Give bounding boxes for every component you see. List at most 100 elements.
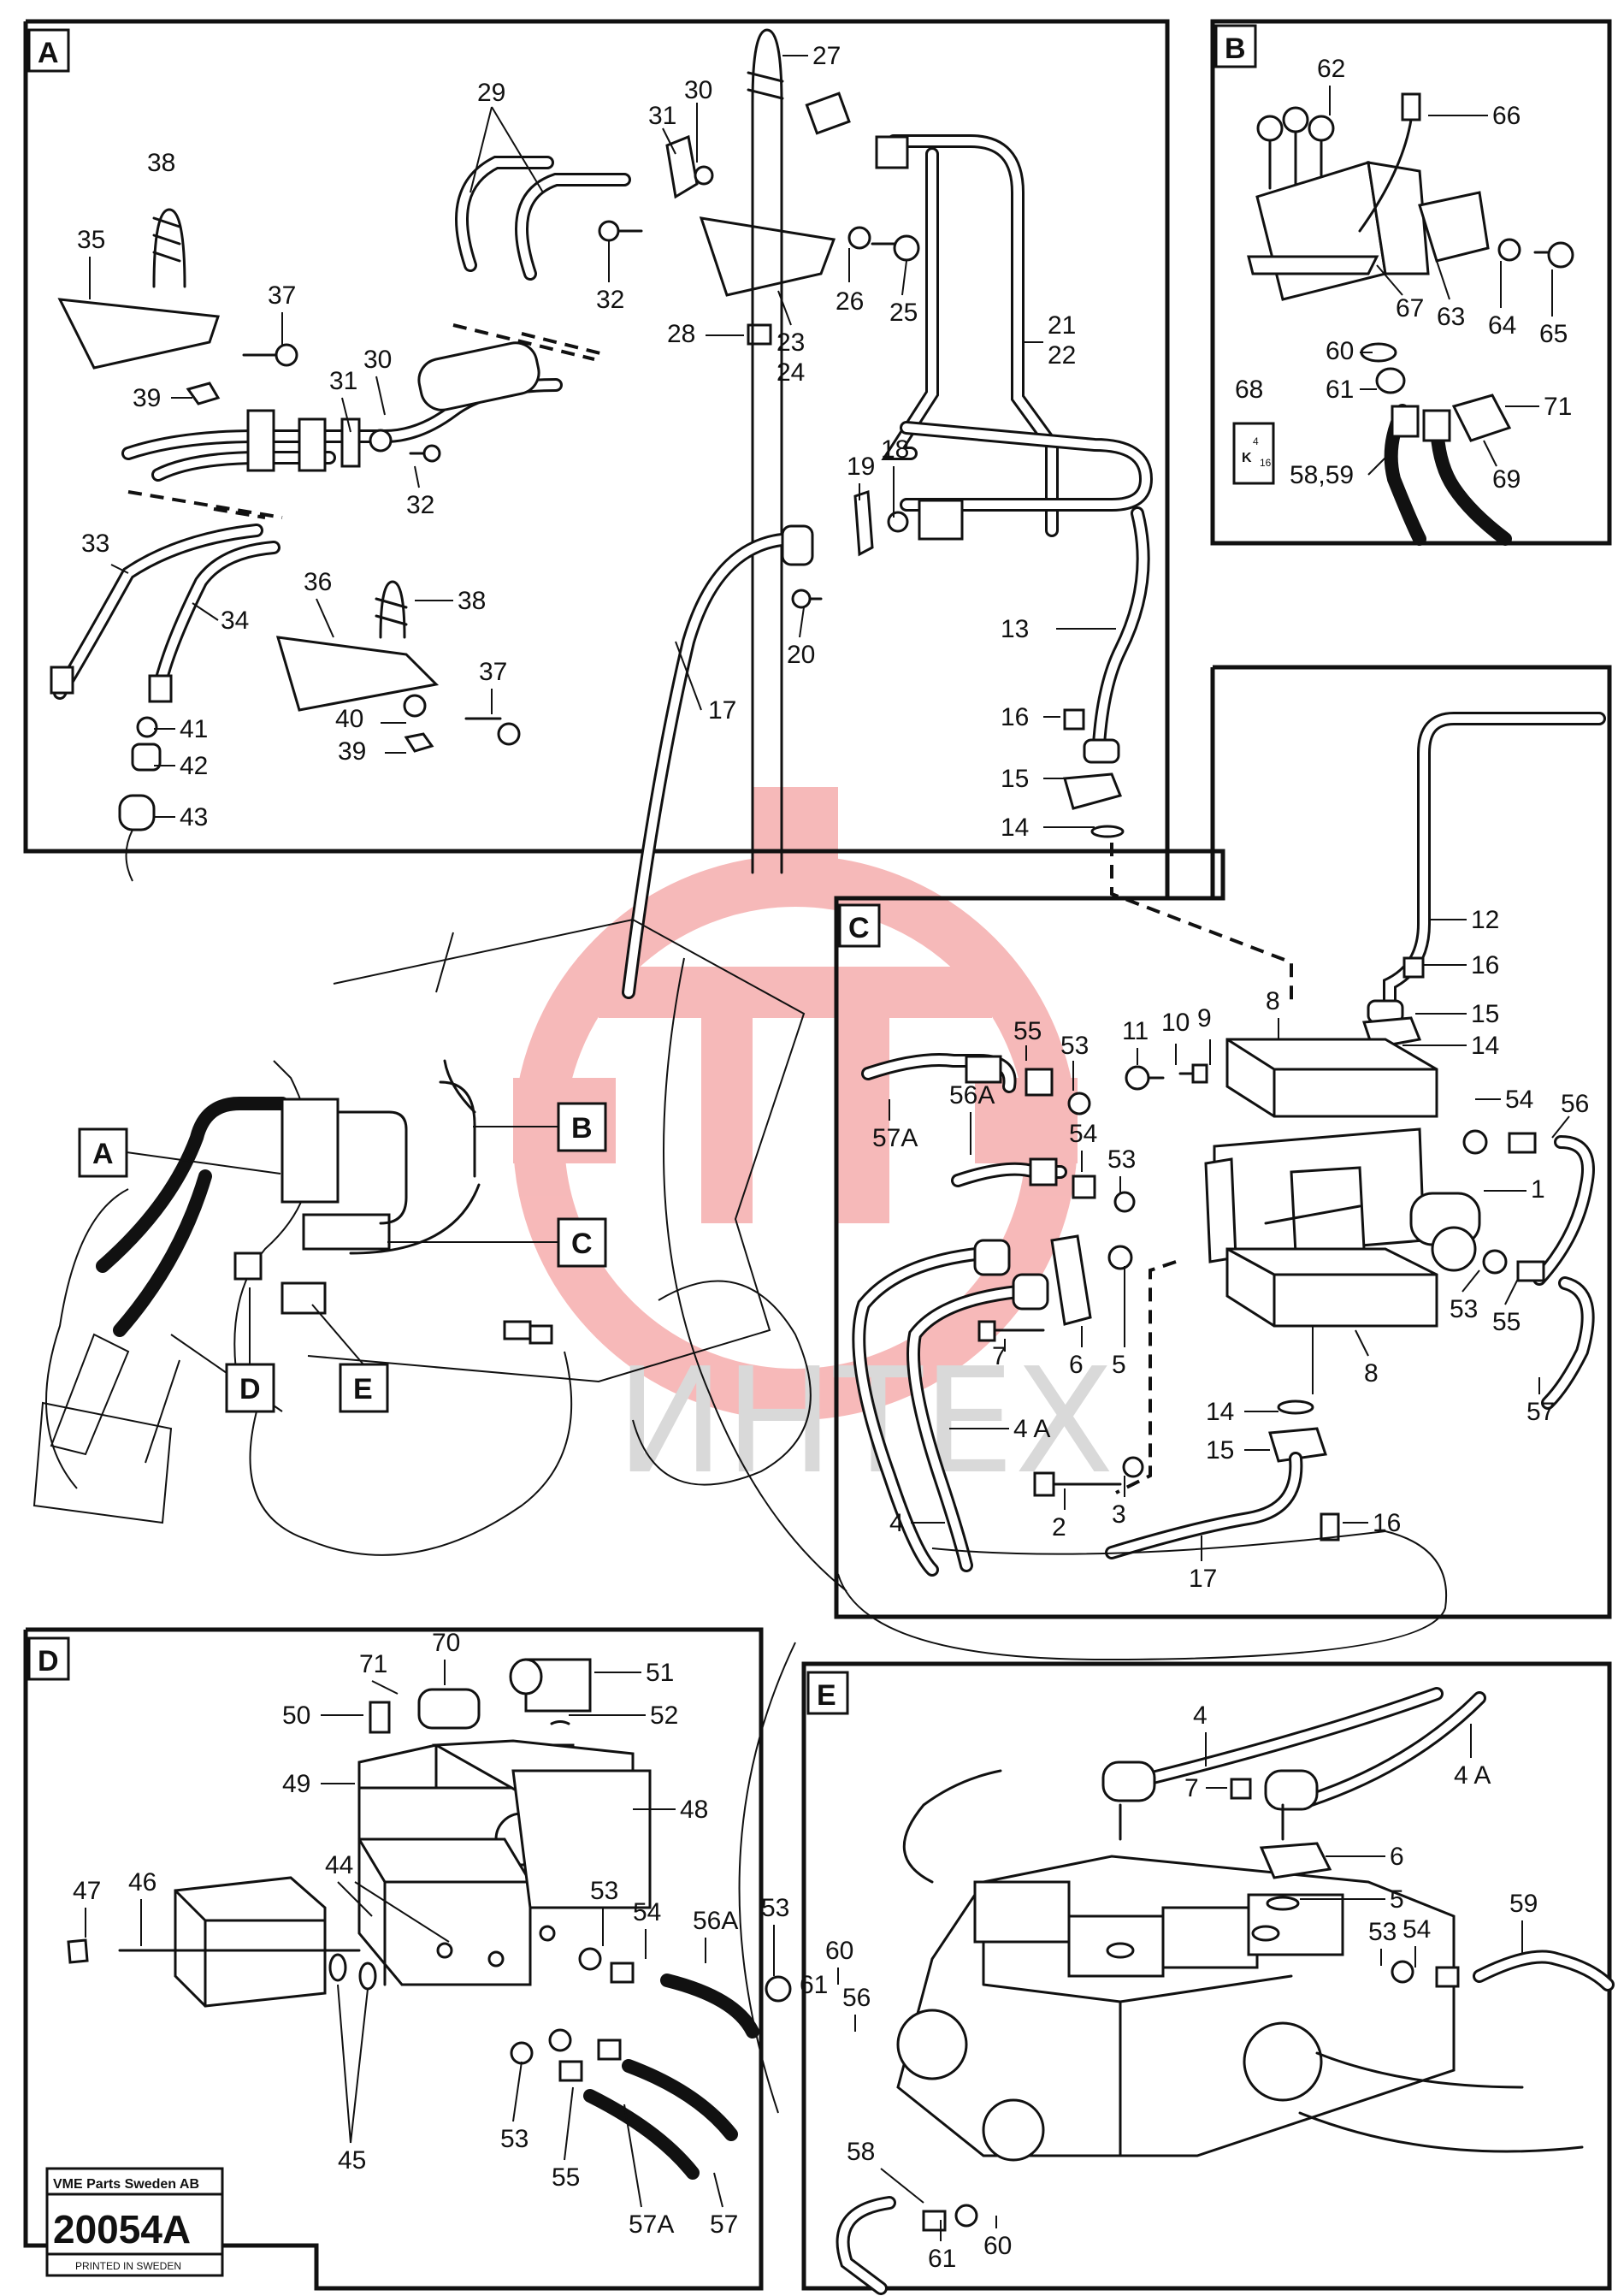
svg-text:51: 51 <box>646 1659 674 1687</box>
svg-text:39: 39 <box>133 384 161 412</box>
svg-text:56: 56 <box>842 1984 871 2012</box>
svg-text:4: 4 <box>1193 1701 1208 1730</box>
svg-text:33: 33 <box>81 530 109 558</box>
svg-text:29: 29 <box>477 79 505 107</box>
svg-text:66: 66 <box>1492 102 1521 130</box>
svg-text:K: K <box>1242 451 1252 465</box>
svg-text:15: 15 <box>1001 765 1029 793</box>
section-a-drawing <box>50 28 1293 1005</box>
svg-text:71: 71 <box>359 1650 387 1678</box>
svg-text:6: 6 <box>1069 1351 1084 1379</box>
section-e-tag: E <box>817 1679 836 1712</box>
svg-text:10: 10 <box>1161 1009 1190 1037</box>
svg-text:19: 19 <box>847 453 875 481</box>
svg-text:44: 44 <box>325 1851 353 1879</box>
svg-text:53: 53 <box>1450 1295 1478 1323</box>
section-a-tag: A <box>38 37 59 69</box>
svg-text:68: 68 <box>1235 376 1263 404</box>
svg-text:20054A: 20054A <box>53 2207 191 2252</box>
svg-text:38: 38 <box>147 149 175 177</box>
svg-text:34: 34 <box>221 607 249 635</box>
svg-text:30: 30 <box>363 346 392 374</box>
svg-text:62: 62 <box>1317 55 1345 83</box>
svg-text:4 A: 4 A <box>1013 1415 1050 1443</box>
section-b-frame <box>1210 19 1612 546</box>
svg-text:5: 5 <box>1390 1885 1404 1914</box>
svg-text:17: 17 <box>708 696 736 725</box>
svg-text:4: 4 <box>1253 435 1259 447</box>
svg-text:54: 54 <box>1402 1915 1431 1944</box>
svg-text:13: 13 <box>1001 615 1029 643</box>
svg-text:17: 17 <box>1189 1565 1217 1593</box>
svg-text:53: 53 <box>590 1877 618 1905</box>
svg-text:4 A: 4 A <box>1454 1761 1491 1790</box>
drawing-stamp: VME Parts Sweden AB 20054A PRINTED IN SW… <box>45 2167 224 2277</box>
svg-text:37: 37 <box>479 658 507 686</box>
svg-text:B: B <box>571 1112 593 1145</box>
svg-text:16: 16 <box>1001 703 1029 731</box>
svg-text:56: 56 <box>1561 1090 1589 1118</box>
svg-text:22: 22 <box>1048 341 1076 370</box>
svg-text:58,59: 58,59 <box>1290 461 1354 489</box>
svg-text:25: 25 <box>889 299 918 327</box>
svg-text:50: 50 <box>282 1701 310 1730</box>
section-d-labels: 71 70 51 50 52 49 48 44 47 46 53 54 56A … <box>73 1629 789 2239</box>
svg-text:31: 31 <box>648 102 676 130</box>
svg-text:D: D <box>239 1373 261 1405</box>
svg-text:9: 9 <box>1197 1004 1212 1033</box>
svg-text:14: 14 <box>1471 1032 1499 1060</box>
overview-machine <box>32 918 812 1556</box>
svg-text:8: 8 <box>1266 987 1280 1015</box>
svg-text:67: 67 <box>1396 294 1424 323</box>
section-e-frame <box>801 1661 1612 2291</box>
section-c-drawing <box>852 712 1606 1577</box>
svg-text:27: 27 <box>812 42 841 70</box>
svg-text:6: 6 <box>1390 1843 1404 1871</box>
section-a-labels: 27 29 30 31 38 35 37 32 26 25 28 23 24 2… <box>77 42 1116 842</box>
svg-text:15: 15 <box>1471 1000 1499 1028</box>
svg-text:14: 14 <box>1001 814 1029 842</box>
svg-text:41: 41 <box>180 715 208 743</box>
svg-text:53: 53 <box>761 1894 789 1922</box>
svg-text:57: 57 <box>1526 1398 1555 1426</box>
svg-text:4: 4 <box>889 1509 904 1537</box>
svg-text:2: 2 <box>1052 1513 1066 1542</box>
svg-text:12: 12 <box>1471 906 1499 934</box>
section-d-drawing <box>67 1658 792 2180</box>
svg-text:60: 60 <box>825 1937 853 1965</box>
svg-text:VME Parts Sweden AB: VME Parts Sweden AB <box>53 2177 199 2192</box>
svg-text:55: 55 <box>1492 1308 1521 1336</box>
svg-text:35: 35 <box>77 226 105 254</box>
svg-text:46: 46 <box>128 1868 156 1897</box>
section-e-drawing <box>836 1687 1615 2295</box>
svg-text:20: 20 <box>787 641 815 669</box>
svg-text:11: 11 <box>1122 1017 1149 1045</box>
svg-text:36: 36 <box>304 568 332 596</box>
svg-text:47: 47 <box>73 1877 101 1905</box>
svg-text:7: 7 <box>1184 1774 1199 1802</box>
svg-text:38: 38 <box>458 587 486 615</box>
svg-text:58: 58 <box>847 2138 875 2166</box>
section-b-drawing: K 4 16 <box>1232 92 1574 546</box>
svg-text:60: 60 <box>1326 337 1354 365</box>
svg-text:E: E <box>353 1373 373 1405</box>
svg-text:70: 70 <box>432 1629 460 1657</box>
section-b-tag: B <box>1225 33 1246 65</box>
svg-text:1: 1 <box>1531 1175 1545 1204</box>
svg-text:PRINTED IN SWEDEN: PRINTED IN SWEDEN <box>75 2260 181 2272</box>
svg-text:24: 24 <box>777 358 805 387</box>
svg-text:49: 49 <box>282 1770 310 1798</box>
section-c-frame <box>834 665 1612 1619</box>
svg-text:56A: 56A <box>693 1907 738 1935</box>
section-d-frame <box>23 1627 764 2291</box>
svg-text:23: 23 <box>777 328 805 357</box>
svg-text:7: 7 <box>992 1342 1007 1370</box>
overview-callouts: A B C D E <box>78 1102 607 1413</box>
svg-text:15: 15 <box>1206 1436 1234 1465</box>
section-c-tag: C <box>848 912 870 944</box>
section-d-tag: D <box>38 1645 59 1678</box>
svg-text:55: 55 <box>1013 1017 1042 1045</box>
svg-text:69: 69 <box>1492 465 1521 494</box>
svg-text:56A: 56A <box>949 1081 995 1110</box>
